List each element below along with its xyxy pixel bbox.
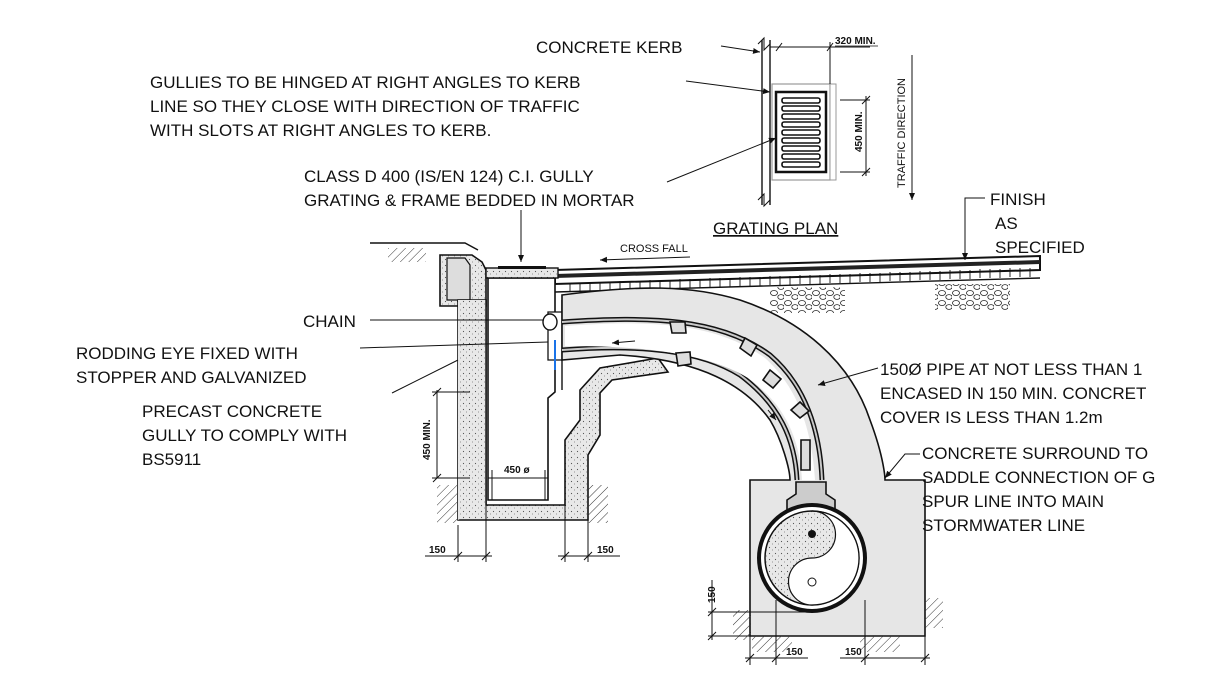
dim-450-vertical: 450 MIN. bbox=[422, 419, 433, 460]
dim-320: 320 MIN. bbox=[835, 36, 876, 47]
label-precast-2: GULLY TO COMPLY WITH bbox=[142, 426, 347, 445]
label-surround-1: CONCRETE SURROUND TO bbox=[922, 444, 1148, 463]
dim-450-plan: 450 MIN. bbox=[854, 111, 865, 152]
grating-plan: 320 MIN. 450 MIN. TRAFFIC DIRECTION GRAT… bbox=[713, 36, 915, 238]
kerb-section bbox=[370, 242, 487, 307]
gully-pot: 450 ø bbox=[457, 210, 670, 521]
annotation-labels: CONCRETE KERB GULLIES TO BE HINGED AT RI… bbox=[76, 38, 1155, 535]
dimensions: 450 MIN. 150 150 150 150 150 bbox=[422, 387, 930, 665]
grating-plan-title: GRATING PLAN bbox=[713, 219, 838, 238]
label-gullies-line-2: LINE SO THEY CLOSE WITH DIRECTION OF TRA… bbox=[150, 97, 580, 116]
label-surround-3: SPUR LINE INTO MAIN bbox=[922, 492, 1104, 511]
label-grating-line-2: GRATING & FRAME BEDDED IN MORTAR bbox=[304, 191, 635, 210]
road-surface: CROSS FALL bbox=[554, 243, 1041, 313]
label-pipe-2: ENCASED IN 150 MIN. CONCRET bbox=[880, 384, 1146, 403]
label-precast-1: PRECAST CONCRETE bbox=[142, 402, 322, 421]
label-rodding-2: STOPPER AND GALVANIZED bbox=[76, 368, 307, 387]
outlet-pipe bbox=[561, 287, 926, 637]
dim-150-d: 150 bbox=[786, 647, 803, 658]
dim-150-c: 150 bbox=[707, 586, 718, 603]
label-surround-2: SADDLE CONNECTION OF G bbox=[922, 468, 1155, 487]
traffic-direction-label: TRAFFIC DIRECTION bbox=[896, 78, 908, 188]
label-grating-line-1: CLASS D 400 (IS/EN 124) C.I. GULLY bbox=[304, 167, 594, 186]
label-pipe-1: 150Ø PIPE AT NOT LESS THAN 1 bbox=[880, 360, 1142, 379]
dim-150-a: 150 bbox=[429, 545, 446, 556]
label-gullies-line-3: WITH SLOTS AT RIGHT ANGLES TO KERB. bbox=[150, 121, 491, 140]
label-finish-1: FINISH bbox=[990, 190, 1046, 209]
label-pipe-3: COVER IS LESS THAN 1.2m bbox=[880, 408, 1103, 427]
label-chain: CHAIN bbox=[303, 312, 356, 331]
dim-150-b: 150 bbox=[597, 545, 614, 556]
label-gullies-line-1: GULLIES TO BE HINGED AT RIGHT ANGLES TO … bbox=[150, 73, 581, 92]
ground-hatch bbox=[437, 485, 943, 652]
label-finish-2: AS bbox=[995, 214, 1018, 233]
label-surround-4: STORMWATER LINE bbox=[922, 516, 1085, 535]
dim-150-e: 150 bbox=[845, 647, 862, 658]
dim-450-dia: 450 ø bbox=[504, 465, 530, 476]
leader-lines bbox=[359, 45, 985, 479]
label-concrete-kerb: CONCRETE KERB bbox=[536, 38, 682, 57]
cross-fall-label: CROSS FALL bbox=[620, 243, 688, 255]
label-rodding-1: RODDING EYE FIXED WITH bbox=[76, 344, 298, 363]
label-precast-3: BS5911 bbox=[142, 450, 201, 469]
label-finish-3: SPECIFIED bbox=[995, 238, 1085, 257]
